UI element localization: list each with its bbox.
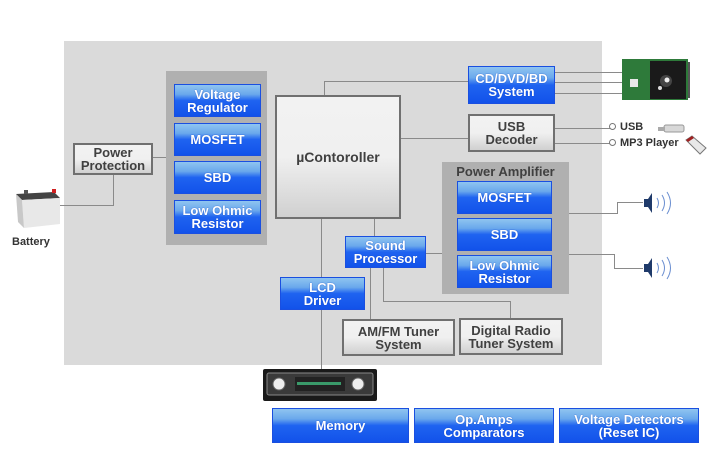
wire-amp-speaker1-v <box>617 202 618 214</box>
wire-mp3-port <box>554 143 610 144</box>
wire-mcu-sound <box>374 218 375 236</box>
mp3-port-icon <box>609 139 616 146</box>
voltage-regulator-box[interactable]: Voltage Regulator <box>174 84 261 117</box>
wire-mcu-cd-h <box>324 81 469 82</box>
wire-amp-speaker2-v <box>614 254 615 268</box>
wire-sound-digital-v <box>383 268 384 302</box>
wire-cd-drive-2 <box>554 82 626 83</box>
amp-low-ohmic-resistor-label: Low Ohmic Resistor <box>469 257 540 286</box>
wire-sound-digital-h <box>383 301 511 302</box>
usb-label: USB <box>620 121 644 133</box>
memory-box[interactable]: Memory <box>272 408 409 443</box>
usb-decoder-box[interactable]: USB Decoder <box>468 114 555 152</box>
amfm-tuner-box[interactable]: AM/FM Tuner System <box>342 319 455 356</box>
power-protection-label: Power Protection <box>80 145 146 173</box>
sbd-box[interactable]: SBD <box>174 161 261 194</box>
opamps-comparators-label: Op.Amps Comparators <box>443 411 525 440</box>
cd-dvd-bd-system-box[interactable]: CD/DVD/BD System <box>468 66 555 104</box>
amp-mosfet-label: MOSFET <box>477 190 532 205</box>
digital-radio-tuner-box[interactable]: Digital Radio Tuner System <box>459 318 563 355</box>
usb-port-icon <box>609 123 616 130</box>
mp3-player-label: MP3 Player <box>620 137 679 149</box>
low-ohmic-resistor-box[interactable]: Low Ohmic Resistor <box>174 200 261 234</box>
amp-sbd-label: SBD <box>490 227 519 242</box>
low-ohmic-resistor-label: Low Ohmic Resistor <box>182 203 253 231</box>
sbd-label: SBD <box>203 170 232 185</box>
wire-battery-protection <box>60 205 114 206</box>
wire-usb-port <box>554 128 610 129</box>
wire-amp-speaker2-h2 <box>614 268 643 269</box>
voltage-detectors-label: Voltage Detectors (Reset IC) <box>574 411 684 440</box>
wire-cd-drive-3 <box>554 93 626 94</box>
voltage-regulator-label: Voltage Regulator <box>187 86 248 115</box>
lcd-driver-label: LCD Driver <box>303 279 342 308</box>
battery-label: Battery <box>12 236 50 248</box>
car-stereo-icon <box>263 369 377 401</box>
amp-sbd-box[interactable]: SBD <box>457 218 552 251</box>
wire-amp-speaker2-h <box>569 254 615 255</box>
speaker-icon <box>644 191 671 215</box>
mosfet-box[interactable]: MOSFET <box>174 123 261 156</box>
wire-mcu-usb <box>400 138 468 139</box>
amp-low-ohmic-resistor-box[interactable]: Low Ohmic Resistor <box>457 255 552 288</box>
opamps-comparators-box[interactable]: Op.Amps Comparators <box>414 408 554 443</box>
cd-dvd-bd-system-label: CD/DVD/BD System <box>475 71 548 99</box>
microcontroller-label: µContoroller <box>296 149 380 165</box>
wire-amp-speaker1-h2 <box>617 202 643 203</box>
amfm-tuner-label: AM/FM Tuner System <box>357 323 440 352</box>
mp3-player-icon <box>685 135 707 155</box>
amp-mosfet-box[interactable]: MOSFET <box>457 181 552 214</box>
memory-label: Memory <box>315 418 366 433</box>
lcd-driver-box[interactable]: LCD Driver <box>280 277 365 310</box>
wire-digital-v <box>510 301 511 319</box>
wire-mcu-cd-v <box>324 81 325 96</box>
battery-icon <box>16 189 60 228</box>
voltage-detectors-box[interactable]: Voltage Detectors (Reset IC) <box>559 408 699 443</box>
mosfet-label: MOSFET <box>190 132 245 147</box>
wire-protection-group <box>152 157 166 158</box>
wire-amp-speaker1-h <box>569 213 618 214</box>
wire-sound-amfm <box>370 268 371 320</box>
wire-protection-vertical <box>113 174 114 206</box>
power-amplifier-title: Power Amplifier <box>456 164 555 179</box>
wire-sound-amp <box>424 253 443 254</box>
usb-stick-icon <box>658 124 685 133</box>
microcontroller-box[interactable]: µContoroller <box>275 95 401 219</box>
usb-decoder-label: USB Decoder <box>485 119 538 147</box>
power-protection-box[interactable]: Power Protection <box>73 143 153 175</box>
speaker-icon <box>644 256 671 280</box>
sound-processor-label: Sound Processor <box>353 238 418 266</box>
wire-cd-drive-1 <box>554 72 626 73</box>
digital-radio-tuner-label: Digital Radio Tuner System <box>468 322 554 351</box>
sound-processor-box[interactable]: Sound Processor <box>345 236 426 268</box>
optical-drive-icon <box>622 59 690 100</box>
